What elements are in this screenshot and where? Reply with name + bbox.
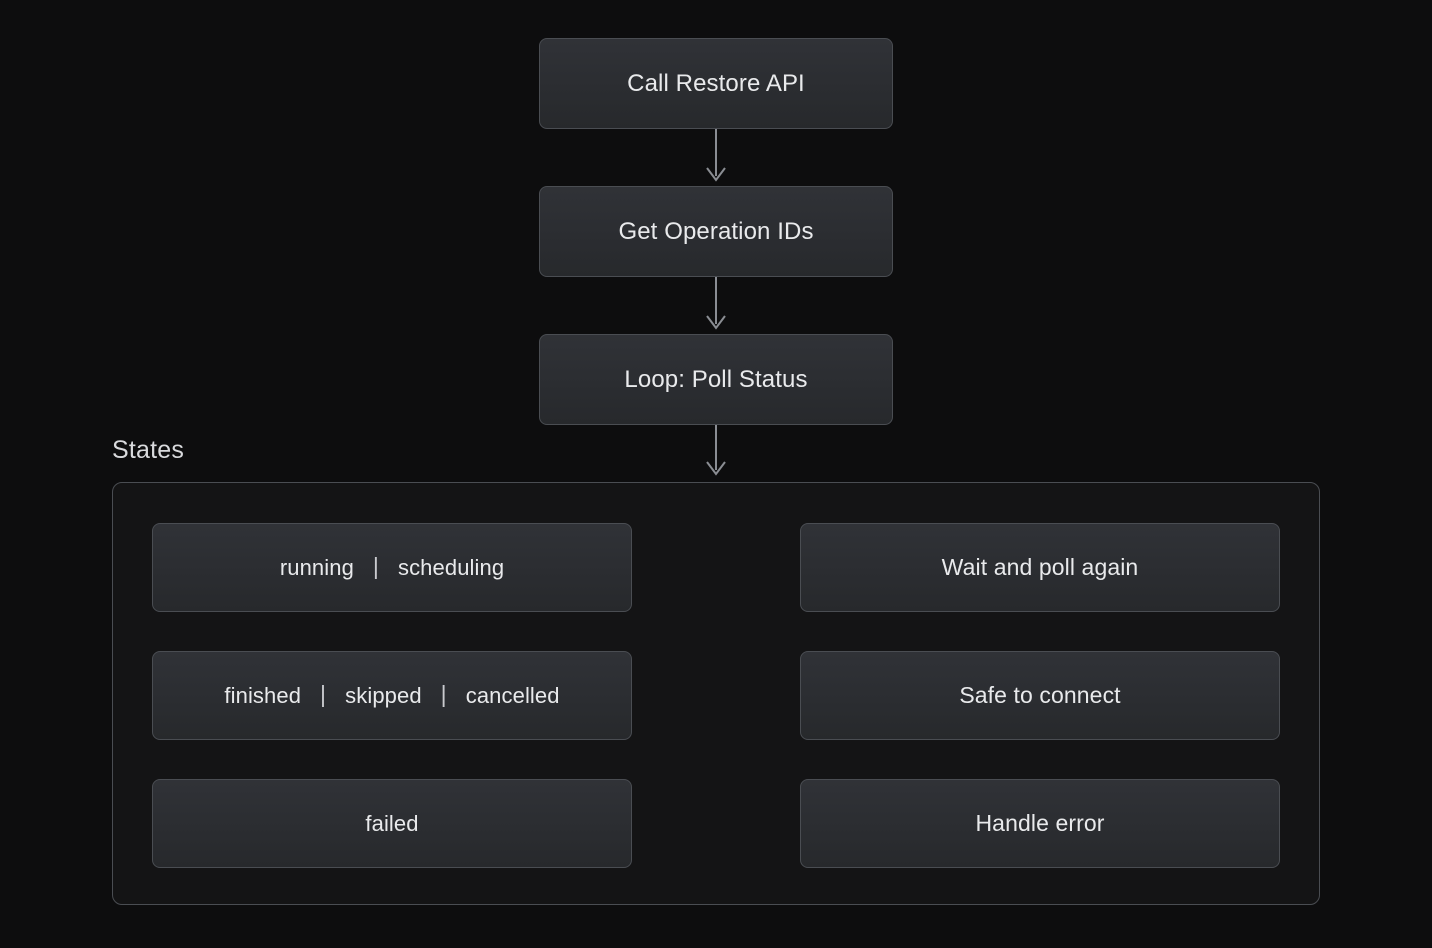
state-part: skipped [345,682,422,708]
node-loop-poll-status[interactable]: Loop: Poll Status [539,334,893,425]
node-label: Call Restore API [627,69,805,97]
node-call-restore-api[interactable]: Call Restore API [539,38,893,129]
state-part: finished [224,682,302,708]
node-label: Wait and poll again [941,554,1139,580]
node-label: Get Operation IDs [618,217,814,245]
node-action-handle-error[interactable]: Handle error [800,779,1280,868]
state-separator: | [372,553,379,579]
edge-loop-poll-status-to-states-group [706,425,726,476]
node-state-failed[interactable]: failed [152,779,632,868]
node-label: Loop: Poll Status [624,365,808,393]
state-part: cancelled [465,682,560,708]
state-label-parts: running | scheduling [278,553,506,581]
state-label-parts: finished | skipped | cancelled [222,681,561,709]
state-part: running [279,554,354,580]
state-separator: | [320,681,327,707]
state-part: failed [365,810,419,836]
node-action-safe-to-connect[interactable]: Safe to connect [800,651,1280,740]
node-label: Handle error [975,810,1105,836]
node-action-wait-and-poll-again[interactable]: Wait and poll again [800,523,1280,612]
node-state-finished-skipped-cancelled[interactable]: finished | skipped | cancelled [152,651,632,740]
edge-get-operation-ids-to-loop-poll-status [706,277,726,330]
node-state-running-scheduling[interactable]: running | scheduling [152,523,632,612]
state-part: scheduling [397,554,505,580]
state-label-parts: failed [363,811,420,837]
node-label: Safe to connect [959,682,1121,708]
state-separator: | [440,681,447,707]
edge-call-restore-api-to-get-operation-ids [706,128,726,182]
states-group-label: States [112,436,185,464]
node-get-operation-ids[interactable]: Get Operation IDs [539,186,893,277]
